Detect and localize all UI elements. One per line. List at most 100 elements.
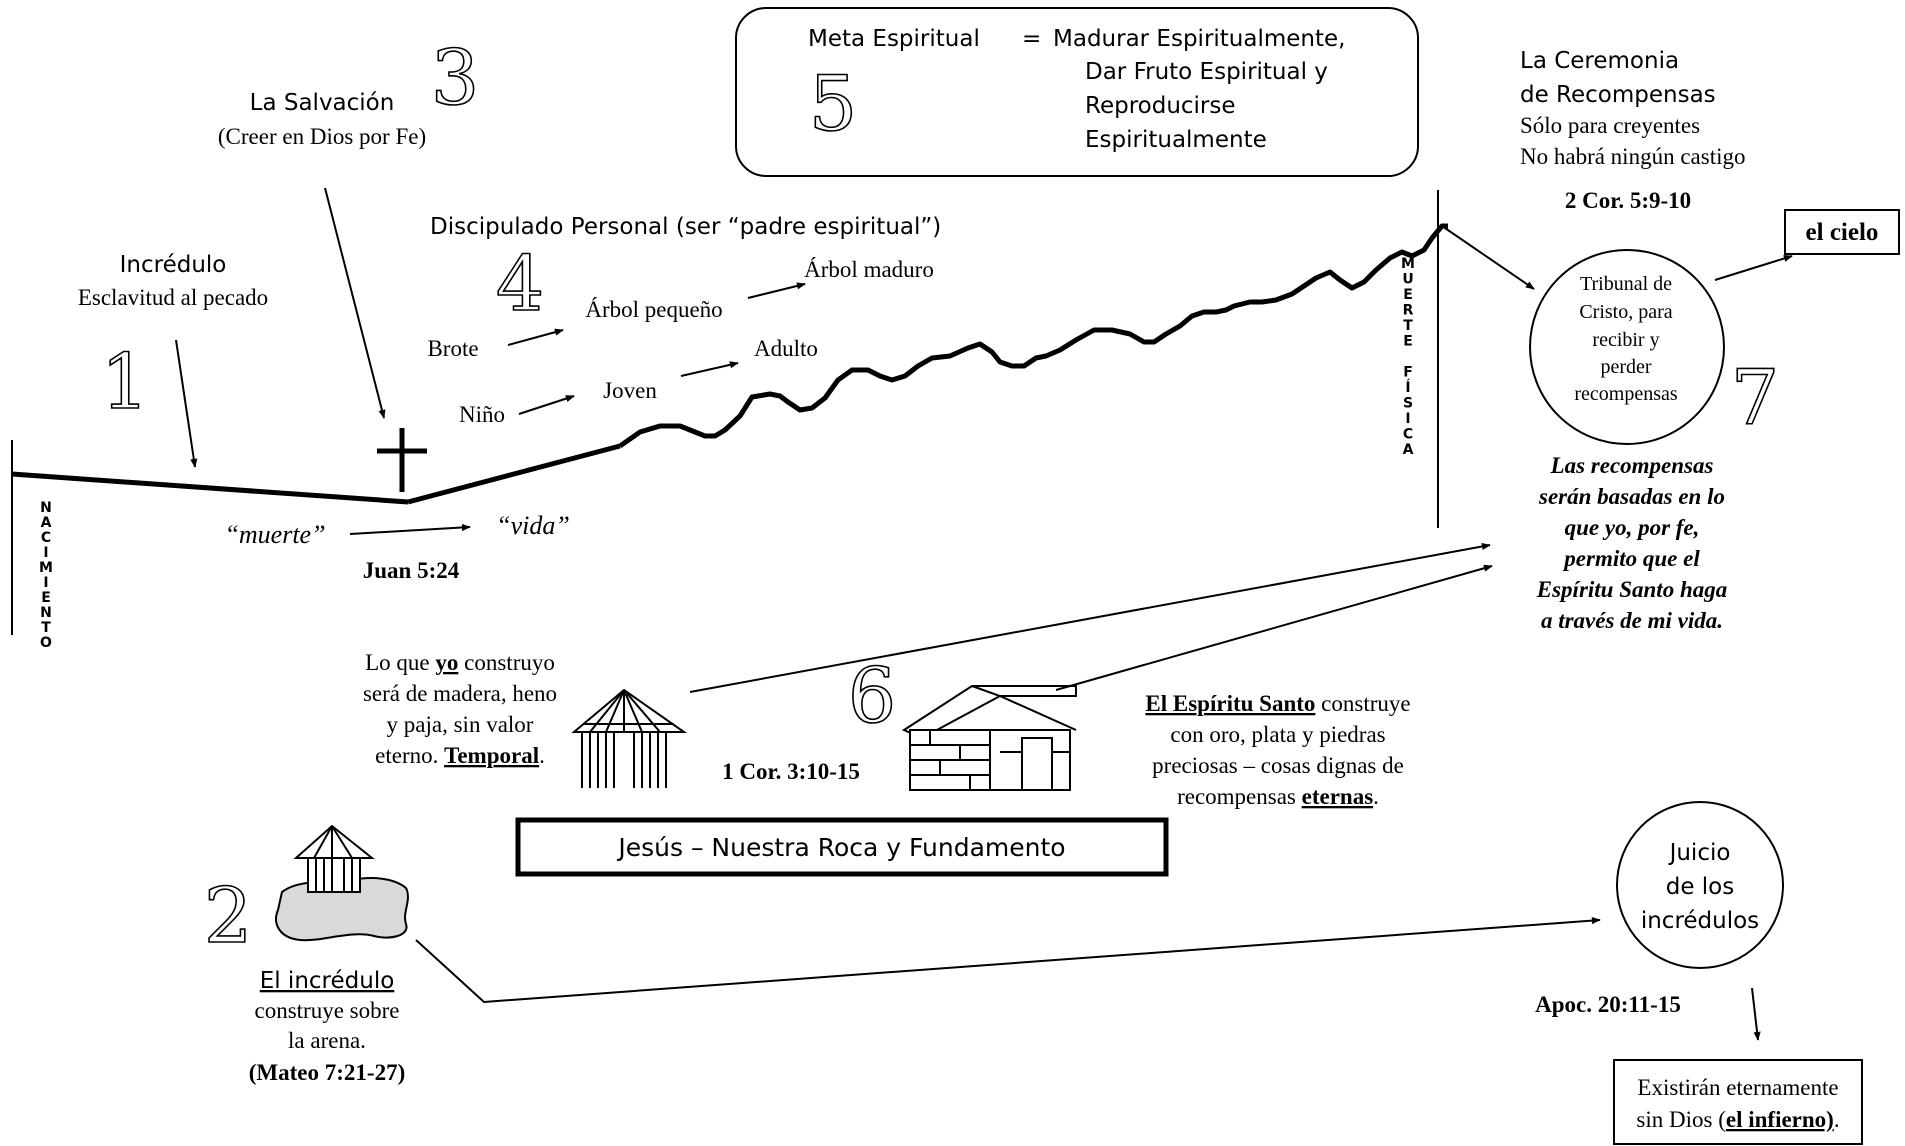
death-letters-letter: C [1403,427,1413,443]
tribunal-circle [1529,249,1725,445]
death-letters-letter: A [1403,442,1414,458]
tribunal-line-4: perder [1600,356,1651,378]
stage-2-line-3: la arena. [288,1028,366,1053]
goal-equals: = [1022,26,1041,52]
stage-1-arrow [175,339,198,468]
self-build-line-1: Lo que yo construyo [365,650,555,675]
foundation-box [515,817,1169,877]
tribunal-to-heaven-arrow [1714,254,1793,281]
birth-letters-letter: N [40,605,52,621]
plant-brote: Brote [427,336,478,361]
rewards-line-5: Espíritu Santo haga [1536,577,1727,602]
plant-arbol-pequeno: Árbol pequeño [585,297,722,322]
juan-ref: Juan 5:24 [363,558,460,583]
judgment-line-1: Juicio [1668,840,1731,866]
stage-2-number: 2 [204,871,252,960]
stage-3-number: 3 [431,33,479,122]
spirit-build-line-4: recompensas eternas. [1177,784,1379,809]
birth-letters-letter: I [43,545,48,561]
goal-line-4: Espiritualmente [1085,127,1267,153]
straw-hut-icon [571,688,688,788]
death-letters-letter: R [1403,303,1414,319]
stage-2-line-2: construye sobre [255,998,400,1023]
stage-4: Discipulado Personal (ser “padre espirit… [427,214,941,427]
birth-letters-letter: I [43,575,48,591]
heaven-box [1784,209,1900,255]
tribunal-line-5: recompensas [1574,383,1678,405]
judgment: Juicio de los incrédulos Apoc. 20:11-15 … [1535,801,1863,1145]
stage-4-number: 4 [496,239,544,328]
death-letters-letter: E [1403,334,1413,350]
plant-arrow-1 [507,328,564,346]
temporal-to-rewards-arrow [689,542,1491,693]
death-to-life: “muerte” “vida” Juan 5:24 [224,511,569,583]
person-nino: Niño [459,402,505,427]
tribunal-line-2: Cristo, para [1579,301,1672,323]
plant-arrow-2 [747,282,806,299]
stage-7-number: 7 [1731,353,1779,442]
early-growth-line [407,443,621,505]
ceremony-note-2: No habrá ningún castigo [1520,144,1745,169]
sand-hut-icon [293,824,375,893]
birth-letters-letter: A [41,515,52,531]
cross-icon [377,428,427,492]
stone-house-icon [901,685,1077,791]
stage-3-subtitle: (Creer en Dios por Fe) [218,124,426,149]
stage-1: Incrédulo Esclavitud al pecado 1 [78,252,268,468]
person-joven: Joven [603,378,657,403]
hell-line-2: sin Dios (el infierno). [1636,1107,1839,1132]
cor-5-ref: 2 Cor. 5:9-10 [1565,188,1691,213]
birth-letters-letter: N [40,500,52,516]
judgment-line-2: de los [1666,874,1735,900]
ceremony-note-1: Sólo para creyentes [1520,113,1700,138]
stage-1-subtitle: Esclavitud al pecado [78,285,268,310]
stage-3: La Salvación (Creer en Dios por Fe) 3 [218,32,480,492]
stage-1-number: 1 [101,337,149,426]
self-build-line-2: será de madera, heno [363,681,557,706]
self-build-line-4: eterno. Temporal. [375,743,545,768]
stage-2-title: El incrédulo [260,968,395,994]
rewards-line-1: Las recompensas [1550,453,1714,478]
ceremony-line-1: La Ceremonia [1520,48,1679,74]
judgment-result-arrow [1751,987,1761,1041]
goal-line-3: Reproducirse [1085,93,1236,119]
goal-label: Meta Espiritual [808,26,980,52]
self-build-line-3: y paja, sin valor [387,712,534,737]
goal-box [735,7,1419,177]
rewards-line-2: serán basadas en lo [1538,484,1725,509]
person-adulto: Adulto [754,336,818,361]
birth-letters-letter: T [41,620,51,636]
spirit-build-line-3: preciosas – cosas dignas de [1152,753,1404,778]
stage-5: Meta Espiritual = Madurar Espiritualment… [735,7,1419,177]
death-letters-letter: I [1405,411,1410,427]
mateo-ref: (Mateo 7:21-27) [249,1060,405,1085]
stage-6: Lo que yo construyo será de madera, heno… [363,542,1493,877]
rewards-line-4: permito que el [1562,546,1700,571]
death-letters-letter: F [1403,365,1413,381]
hell-line-1: Existirán eternamente [1637,1075,1838,1100]
foundation-label: Jesús – Nuestra Roca y Fundamento [616,833,1065,862]
stage-3-title: La Salvación [250,90,395,116]
stage-2: 2 El incrédulo construye sobre la arena.… [203,824,1601,1085]
death-letters-letter: Í [1405,379,1410,396]
hell-box [1613,1059,1863,1145]
stage-4-title: Discipulado Personal (ser “padre espirit… [430,214,941,240]
muerte-label: “muerte” [224,520,325,549]
spirit-build-line-1: El Espíritu Santo construye [1145,691,1410,716]
birth-letters-letter: C [41,530,51,546]
tribunal-line-3: recibir y [1592,329,1659,351]
muerte-vida-arrow [349,523,471,535]
rewards-line-6: a través de mi vida. [1541,608,1723,633]
stage-5-number: 5 [809,59,857,148]
heaven-label: el cielo [1806,219,1879,246]
spirit-build-line-2: con oro, plata y piedras [1170,722,1385,747]
death-to-tribunal-arrow [1441,225,1535,290]
judgment-line-3: incrédulos [1641,908,1759,934]
growth-path [618,223,1448,449]
rewards-line-3: que yo, por fe, [1565,515,1700,540]
death-letters-letter: S [1403,396,1413,412]
